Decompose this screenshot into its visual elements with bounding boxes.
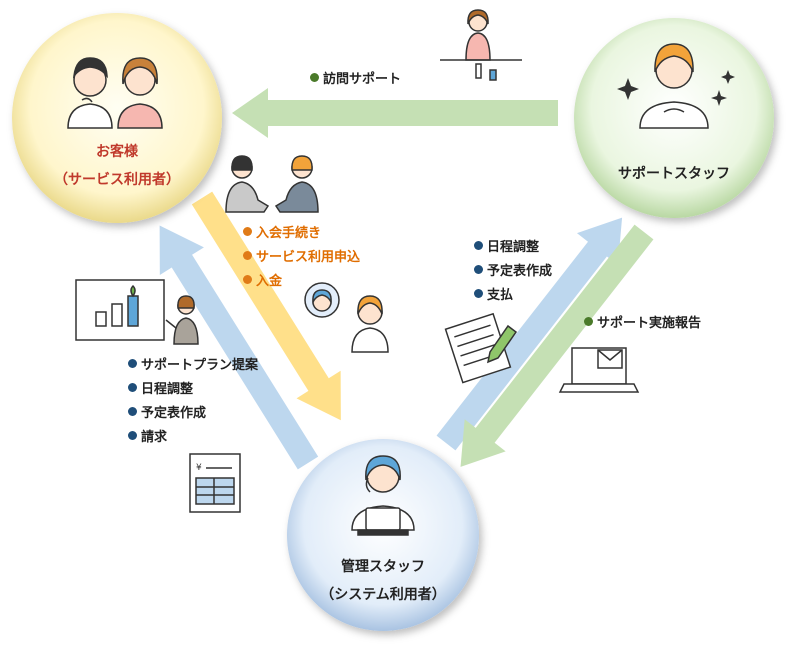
presentation-chart-icon (75, 279, 199, 345)
admin-staff-person-icon (351, 455, 415, 536)
flow-label: 入金 (243, 270, 360, 294)
flow-label: サービス利用申込 (243, 246, 360, 270)
admin-staff-title: 管理スタッフ (341, 559, 425, 575)
flow-label-text: 訪問サポート (323, 72, 402, 87)
flow-label-text: 入会手続き (256, 226, 322, 241)
flow-label-text: 支払 (487, 288, 514, 303)
support-staff-title: サポートスタッフ (618, 166, 730, 182)
flow-label-text: 日程調整 (487, 240, 540, 255)
notepad-pen-icon (444, 312, 518, 384)
flow-label: 日程調整 (128, 378, 258, 402)
flow-label-text: 日程調整 (141, 382, 194, 397)
customer-title: お客様 (96, 144, 138, 160)
invoice-currency-text: ¥ (196, 463, 202, 473)
support-staff-person-icon (639, 43, 709, 129)
admin-to-support-labels: 日程調整 予定表作成 支払 (474, 236, 552, 308)
flow-label-text: サービス利用申込 (256, 250, 361, 265)
support-staff-node-label: サポートスタッフ (594, 160, 754, 188)
visit-support-labels: 訪問サポート (310, 68, 401, 92)
customer-node-label: お客様 （サービス利用者） (27, 138, 207, 194)
sparkle-icons (617, 70, 735, 106)
arrow-admin-to-support (436, 217, 623, 451)
bullet-dot-icon (474, 289, 483, 298)
flow-label-text: 入金 (256, 274, 283, 289)
bullet-dot-icon (310, 73, 319, 82)
bullet-dot-icon (243, 251, 252, 260)
flow-label-text: 予定表作成 (141, 406, 207, 421)
bullet-dot-icon (243, 275, 252, 284)
support-to-admin-labels: サポート実施報告 (584, 312, 701, 336)
flow-label: サポート実施報告 (584, 312, 701, 336)
customer-node (12, 13, 222, 223)
customer-couple-icon (67, 57, 163, 129)
arrow-support-to-customer (232, 88, 558, 138)
admin-staff-node-label: 管理スタッフ （システム利用者） (293, 553, 473, 609)
visit-support-person-icon (440, 9, 522, 81)
bullet-dot-icon (474, 241, 483, 250)
bullet-dot-icon (243, 227, 252, 236)
bullet-dot-icon (584, 317, 593, 326)
admin-to-customer-labels: サポートプラン提案 日程調整 予定表作成 請求 (128, 354, 258, 450)
phone-call-people-icon (304, 282, 389, 353)
bullet-dot-icon (128, 431, 137, 440)
flow-label: 支払 (474, 284, 552, 308)
flow-label: 入会手続き (243, 222, 360, 246)
handshake-people-icon (225, 155, 319, 213)
flow-label-text: 請求 (141, 430, 168, 445)
customer-subtitle: （サービス利用者） (54, 172, 180, 188)
bullet-dot-icon (128, 383, 137, 392)
bullet-dot-icon (128, 359, 137, 368)
flow-label: 予定表作成 (474, 260, 552, 284)
arrow-admin-to-customer (159, 225, 319, 470)
flow-label: 日程調整 (474, 236, 552, 260)
flow-label-text: 予定表作成 (487, 264, 553, 279)
flow-label-text: サポートプラン提案 (141, 358, 259, 373)
bullet-dot-icon (128, 407, 137, 416)
flow-label: 訪問サポート (310, 68, 401, 92)
arrow-customer-to-admin (191, 191, 341, 421)
flow-label: 請求 (128, 426, 258, 450)
invoice-document-icon: ¥ (189, 453, 241, 513)
admin-staff-subtitle: （システム利用者） (320, 587, 446, 603)
flow-label: 予定表作成 (128, 402, 258, 426)
flow-label-text: サポート実施報告 (597, 316, 702, 331)
customer-to-admin-labels: 入会手続き サービス利用申込 入金 (243, 222, 360, 294)
flow-label: サポートプラン提案 (128, 354, 258, 378)
bullet-dot-icon (474, 265, 483, 274)
arrow-support-to-admin (460, 224, 654, 467)
laptop-mail-icon (558, 347, 640, 393)
